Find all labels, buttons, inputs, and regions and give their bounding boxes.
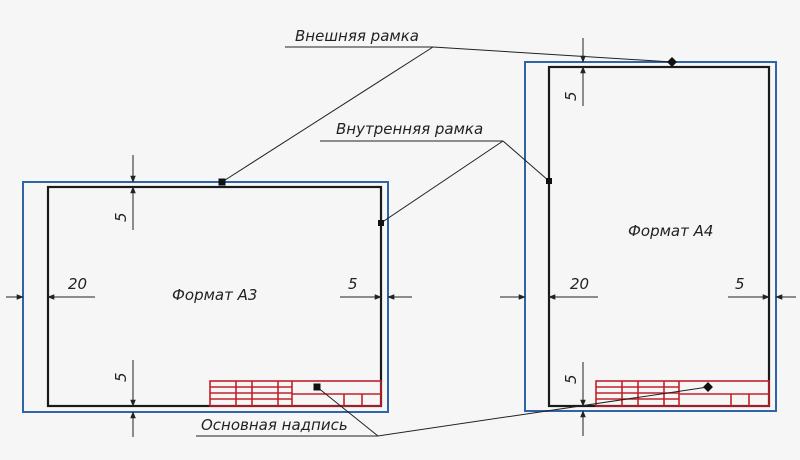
a4-format-label: Формат А4	[628, 222, 713, 240]
a4-dim-left-value: 20	[570, 275, 589, 293]
outer-frame-marker-a4	[667, 57, 677, 67]
a3-dim-right: 5	[340, 275, 412, 300]
outer-frame-callout: Внешняя рамка	[218, 27, 677, 186]
outer-frame-label: Внешняя рамка	[295, 27, 419, 45]
a4-dim-right-value: 5	[735, 275, 745, 293]
a3-dim-right-value: 5	[348, 275, 358, 293]
a3-dim-bottom: 5	[112, 360, 136, 437]
a3-format-label: Формат А3	[172, 286, 257, 304]
title-block-label: Основная надпись	[201, 416, 348, 434]
outer-frame-marker-a3	[218, 178, 226, 186]
a3-dim-left-value: 20	[68, 275, 87, 293]
a3-sheet: Формат А3 20 5 5 5	[6, 155, 412, 437]
a4-title-block	[595, 380, 770, 407]
a4-dim-right: 5	[728, 275, 796, 300]
a4-dim-top-value: 5	[562, 91, 580, 101]
a4-dim-bottom-value: 5	[562, 374, 580, 384]
a3-dim-top: 5	[112, 155, 136, 230]
a4-dim-bottom: 5	[562, 362, 586, 436]
a4-sheet: Формат А4 20 5 5 5	[500, 38, 796, 436]
inner-frame-label: Внутренняя рамка	[336, 120, 483, 138]
title-block-marker-a4	[703, 382, 713, 392]
inner-frame-marker-a3	[378, 220, 384, 226]
a3-dim-left: 20	[6, 275, 95, 300]
a3-dim-top-value: 5	[112, 212, 130, 222]
inner-frame-callout: Внутренняя рамка	[320, 120, 552, 226]
a4-dim-left: 20	[500, 275, 598, 300]
a3-title-block	[209, 380, 382, 407]
a4-outer-frame	[524, 61, 777, 412]
title-block-marker-a3	[313, 383, 321, 391]
inner-frame-marker-a4	[546, 178, 552, 184]
title-block-callout: Основная надпись	[196, 382, 713, 437]
a3-dim-bottom-value: 5	[112, 372, 130, 382]
a4-dim-top: 5	[562, 38, 586, 106]
